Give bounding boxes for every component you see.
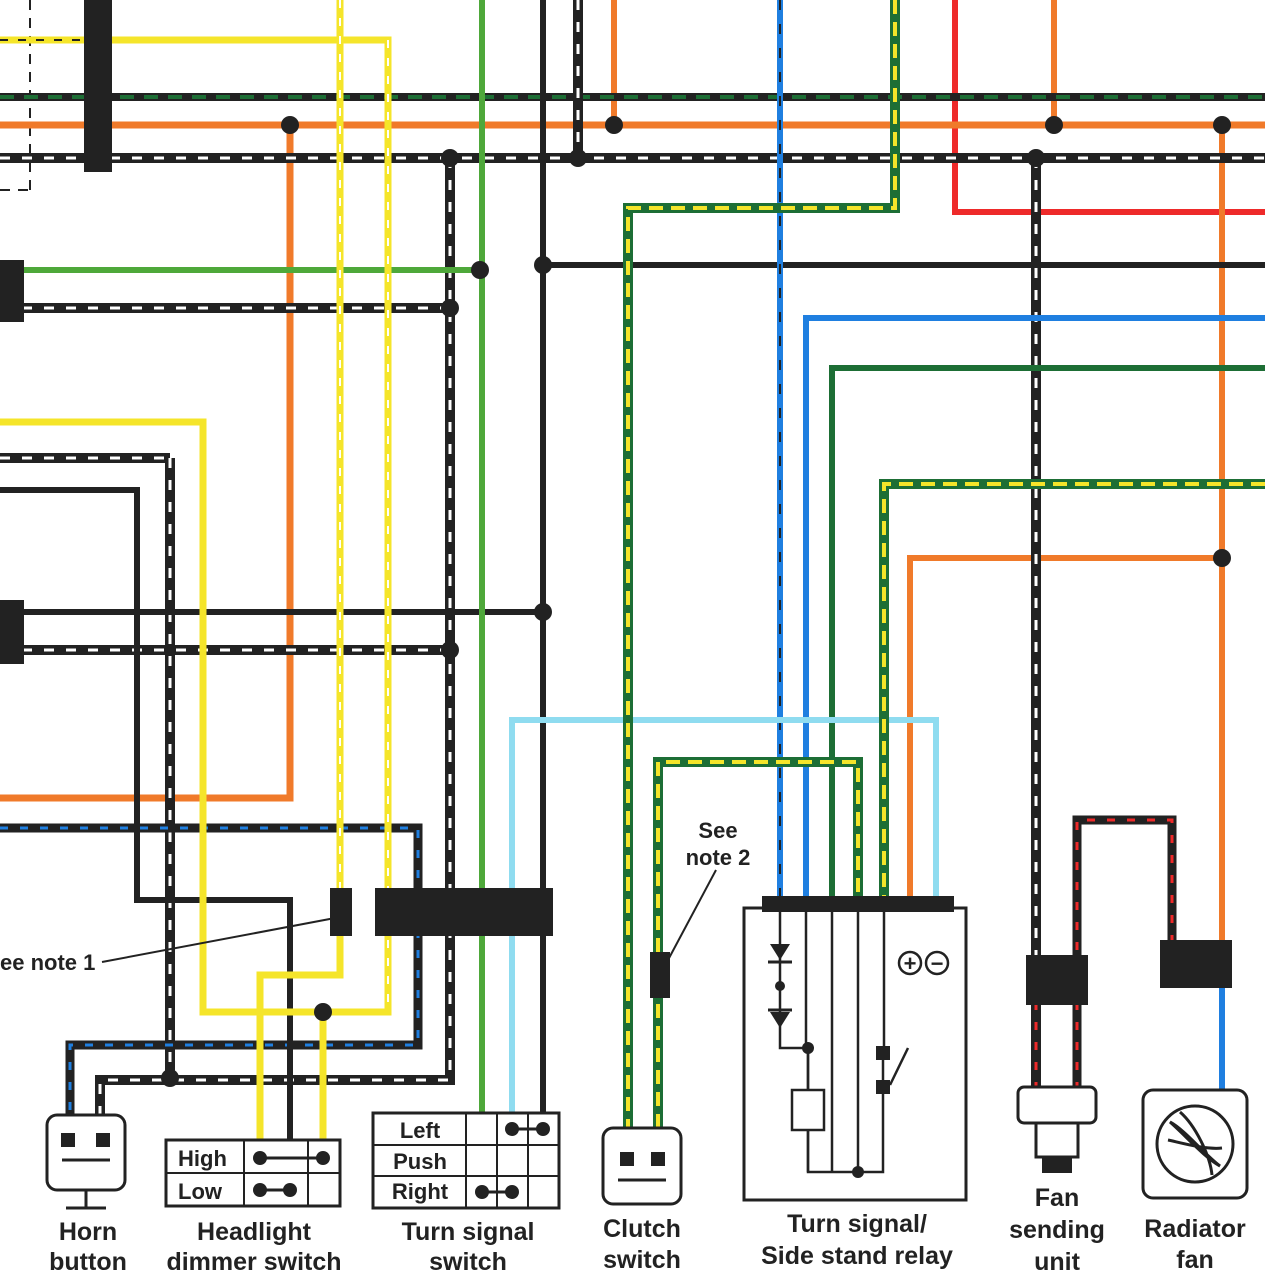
turn-switch-label-1: Turn signal [402, 1218, 535, 1246]
labels: ee note 1 See note 2 High Low Left Push … [0, 818, 1246, 1275]
wire-black-white [0, 0, 1265, 1115]
clutch-label-2: switch [603, 1246, 681, 1274]
horn-button[interactable] [45, 1113, 127, 1210]
note-2-line2: note 2 [686, 845, 751, 870]
connector-note1 [330, 888, 352, 936]
relay-label-1: Turn signal/ [787, 1210, 927, 1238]
turn-row-left: Left [400, 1118, 441, 1143]
wire-yellow [0, 0, 392, 1016]
wire-orange-relay [907, 555, 1222, 900]
fan-sender-label-1: Fan [1035, 1184, 1079, 1212]
connector-fan-sender [1026, 955, 1088, 1005]
horn-label-1: Horn [59, 1218, 117, 1246]
relay-minus: − [931, 951, 944, 976]
wire-black [0, 0, 1265, 1140]
radiator-label-1: Radiator [1144, 1215, 1246, 1243]
wire-green [0, 0, 485, 1115]
note-1-label: ee note 1 [0, 950, 95, 975]
clutch-switch[interactable] [601, 1126, 683, 1206]
note-2-line1: See [698, 818, 737, 843]
relay-label-2: Side stand relay [761, 1242, 953, 1270]
junction-dots [161, 116, 1231, 1087]
radiator-fan[interactable] [1141, 1088, 1249, 1200]
wire-blue [803, 315, 1265, 900]
connector-main [375, 888, 553, 936]
connector-left-1 [0, 260, 24, 322]
horn-label-2: button [49, 1248, 127, 1275]
connector-note2 [650, 952, 670, 998]
fan-sender-label-3: unit [1034, 1248, 1080, 1275]
turn-signal-relay[interactable]: + − [742, 896, 968, 1202]
connector-top-left [84, 0, 112, 172]
wire-orange-left [0, 125, 294, 802]
fan-sender-label-2: sending [1009, 1216, 1105, 1244]
fan-sending-unit[interactable] [1016, 1085, 1098, 1173]
wires [0, 0, 1265, 1150]
connectors [0, 0, 1232, 1005]
turn-switch-label-2: switch [429, 1248, 507, 1275]
dimmer-label-2: dimmer switch [166, 1248, 341, 1275]
wire-black-blue [0, 823, 423, 1115]
radiator-label-2: fan [1176, 1246, 1214, 1274]
fan-icon [1167, 1110, 1223, 1176]
wire-dark-green [829, 365, 1265, 900]
dimmer-switch[interactable] [164, 1138, 342, 1208]
turn-row-push: Push [393, 1149, 447, 1174]
connector-radiator [1160, 940, 1232, 988]
turn-signal-switch[interactable] [371, 1111, 561, 1210]
wire-red [952, 0, 1265, 215]
dimmer-label-1: Headlight [197, 1218, 312, 1246]
relay-plus: + [904, 951, 917, 976]
wire-yellow-dimmer [256, 930, 344, 1150]
dimmer-row-low: Low [178, 1179, 223, 1204]
turn-row-right: Right [392, 1179, 449, 1204]
clutch-label-1: Clutch [603, 1215, 681, 1243]
dimmer-row-high: High [178, 1146, 227, 1171]
wire-yellow-green [623, 0, 1265, 1128]
connector-left-2 [0, 600, 24, 664]
